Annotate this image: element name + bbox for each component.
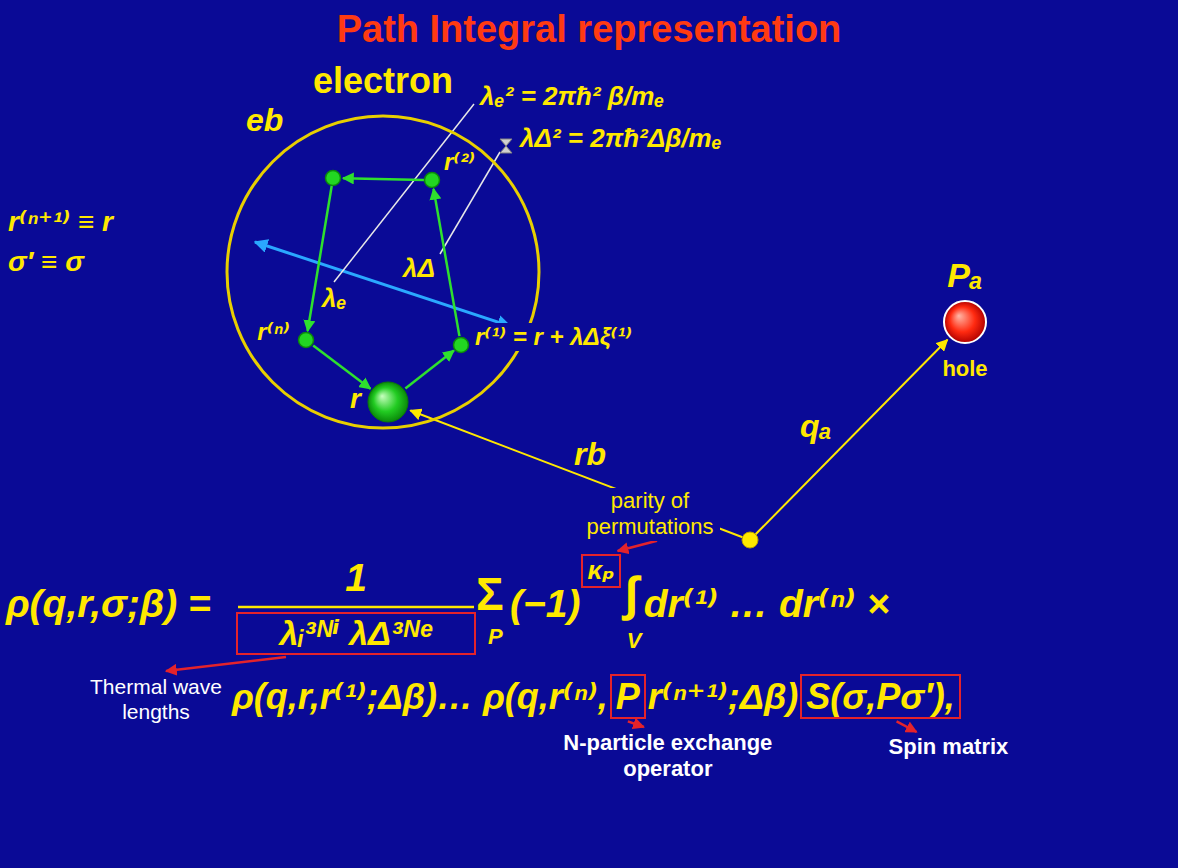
highlight-box: λᵢ³ᴺⁱ λΔ³ᴺᵉ	[236, 612, 476, 655]
identity-note: r⁽ⁿ⁺¹⁾ ≡ r	[8, 206, 113, 238]
diameter-arrow	[255, 242, 510, 326]
formula-index: V	[627, 628, 642, 653]
electron-position-shape	[368, 382, 408, 422]
formula-term: dr⁽¹⁾ … dr⁽ⁿ⁾ ×	[644, 582, 890, 627]
formula-term: ρ(q,r,r⁽¹⁾;Δβ)… ρ(q,r⁽ⁿ⁾,	[232, 676, 608, 717]
path-bead-shape	[299, 333, 314, 348]
wavelength-formula: λₑ² = 2πħ² β/mₑ	[480, 82, 665, 112]
callout-arrow	[618, 541, 657, 551]
hourglass-icon	[500, 139, 512, 153]
formula-term: S(σ,Pσ′),	[806, 676, 954, 717]
formula-term: Σ	[476, 568, 504, 621]
formula-term: ρ(q,r,σ;β) =	[6, 582, 211, 627]
formula-term: κₚ	[587, 556, 614, 586]
bead-label: r⁽²⁾	[444, 148, 475, 176]
wavelength-label: λΔ	[403, 254, 435, 284]
vector-label: qₐ	[800, 408, 832, 445]
callout-text: Thermal wave lengths	[86, 674, 226, 724]
hole-particle: Pₐhole	[943, 300, 987, 344]
fraction-bar	[238, 606, 474, 609]
callout-text: parity of permutations	[580, 488, 720, 541]
formula-term: ∫	[625, 566, 638, 621]
callout-arrow	[166, 657, 286, 671]
electron-orbit-shape	[227, 116, 539, 428]
highlight-box: P	[610, 674, 646, 719]
formula-term: P	[616, 676, 640, 717]
slide-title: Path Integral representation	[0, 8, 1178, 52]
callout-text: Spin matrix	[889, 734, 1009, 759]
particle-label: Pₐ	[943, 256, 987, 295]
callout-arrow	[897, 721, 917, 732]
path-bead-outline	[424, 172, 440, 188]
path-step-arrow	[343, 178, 424, 180]
bead-label: r⁽ⁿ⁾	[257, 318, 290, 346]
position-vector	[756, 340, 948, 535]
hole-particle-shape	[944, 301, 986, 343]
electron-position-outline	[367, 381, 409, 423]
identity-note: σ′ ≡ σ	[8, 246, 84, 278]
particle-label: eb	[246, 102, 283, 139]
highlight-box: κₚ	[581, 554, 620, 588]
callout-text: N-particle exchange operator	[553, 730, 783, 783]
formula-term: (−1)	[510, 582, 580, 627]
path-step-arrow	[434, 189, 460, 336]
position-label: r	[350, 383, 361, 415]
formula-term: 1	[345, 556, 367, 601]
path-bead-shape	[454, 338, 469, 353]
path-step-arrow	[313, 345, 370, 388]
formula-index: P	[488, 624, 503, 649]
path-bead: r⁽ⁿ⁾	[298, 332, 314, 348]
path-bead-shape	[425, 173, 440, 188]
particle-caption: hole	[935, 356, 995, 381]
path-bead: r⁽²⁾	[424, 172, 440, 188]
wavelength-label: λₑ	[322, 284, 347, 314]
formula-term: λᵢ³ᴺⁱ λΔ³ᴺᵉ	[242, 614, 470, 653]
path-step-arrow	[405, 351, 454, 389]
vector-label: rb	[574, 436, 606, 473]
bead-label: r⁽¹⁾ = r + λΔξ⁽¹⁾	[473, 323, 634, 351]
path-bead-outline	[453, 337, 469, 353]
hole-particle-outline	[943, 300, 987, 344]
formula-term: r⁽ⁿ⁺¹⁾;Δβ)	[648, 676, 799, 717]
path-bead	[326, 171, 341, 186]
electron-orbit: electronebr⁽²⁾r⁽ⁿ⁾r⁽¹⁾ = r + λΔξ⁽¹⁾r	[225, 114, 541, 430]
wavelength-formula: λΔ² = 2πħ²Δβ/mₑ	[520, 124, 722, 154]
path-bead: r⁽¹⁾ = r + λΔξ⁽¹⁾	[453, 337, 469, 353]
origin-dot	[742, 532, 758, 548]
callout-arrow	[628, 721, 644, 727]
highlight-box: S(σ,Pσ′),	[800, 674, 960, 719]
electron-position: r	[367, 381, 409, 423]
path-bead-outline	[298, 332, 314, 348]
